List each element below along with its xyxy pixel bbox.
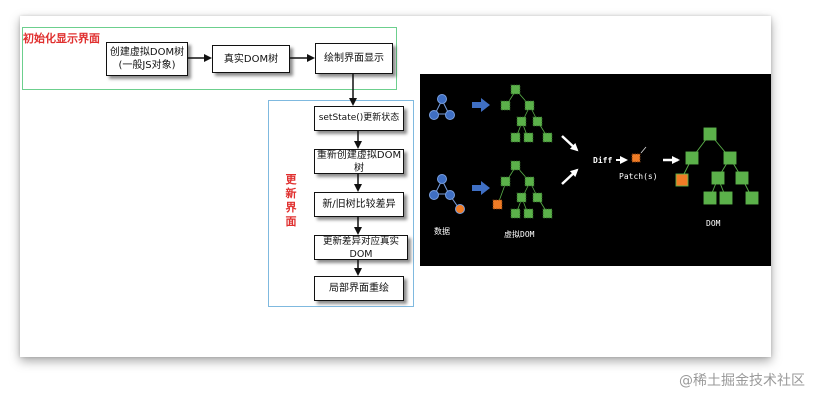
- dom-node: [735, 171, 749, 185]
- vdom-tree-top: [500, 84, 553, 143]
- patch-node: [631, 153, 641, 163]
- vdom-node-changed: [492, 199, 503, 210]
- watermark: @稀土掘金技术社区: [679, 373, 805, 389]
- data-node: [429, 110, 439, 120]
- data-node: [445, 110, 455, 120]
- patch-tick: [640, 146, 647, 154]
- dom-node: [685, 151, 699, 165]
- draw-display-label: 绘制界面显示: [324, 53, 384, 64]
- initial-display-label: 初始化显示界面: [23, 32, 100, 45]
- vdom-node: [500, 100, 511, 111]
- step-compare-box: 新/旧树比较差异: [314, 192, 404, 217]
- data-node: [437, 174, 447, 184]
- dom-node-changed: [675, 173, 689, 187]
- dom-node: [703, 127, 717, 141]
- data-graph-bottom: [429, 174, 465, 214]
- dom-node: [723, 151, 737, 165]
- step-recreate-label: 重新创建虚拟DOM树: [316, 149, 402, 174]
- create-vdom-box: 创建虚拟DOM树 (一般JS对象): [106, 42, 188, 76]
- blue-arrow-top: [472, 98, 490, 112]
- real-dom-label: 真实DOM树: [223, 53, 279, 65]
- vdom-node: [500, 176, 511, 187]
- vdom-node: [532, 116, 543, 127]
- vdom-node: [510, 84, 521, 95]
- dom-node: [745, 191, 759, 205]
- flow-arrows: [187, 54, 362, 276]
- data-node: [437, 94, 447, 104]
- diagram-card: 初始化显示界面 创建虚拟DOM树 (一般JS对象) 真实DOM树 绘制界面显示 …: [20, 16, 771, 357]
- draw-display-box: 绘制界面显示: [315, 43, 393, 74]
- step-setstate-box: setState()更新状态: [314, 106, 404, 131]
- update-label: 更 新 界 面: [284, 173, 298, 229]
- vdom-tree-bottom: [492, 160, 553, 219]
- step-compare-label: 新/旧树比较差异: [322, 199, 396, 210]
- create-vdom-line1: 创建虚拟DOM树: [109, 47, 185, 58]
- data-label: 数据: [434, 226, 450, 236]
- vdom-node: [524, 100, 535, 111]
- dom-tree: [675, 127, 759, 205]
- vdom-node: [542, 132, 553, 143]
- dom-node: [719, 191, 733, 205]
- data-node-changed: [455, 204, 465, 214]
- dom-node: [703, 191, 717, 205]
- vdom-node: [523, 132, 534, 143]
- step-repaint-box: 局部界面重绘: [314, 276, 404, 301]
- vdom-node: [510, 208, 521, 219]
- white-arrow-bottom: [561, 168, 579, 185]
- dom-label: DOM: [706, 219, 721, 228]
- vdom-node: [516, 116, 527, 127]
- vdom-figure-svg: Diff Patch(s): [429, 84, 759, 239]
- patch-label: Patch(s): [619, 172, 658, 181]
- update-label-char: 新: [285, 187, 297, 200]
- update-label-char: 面: [285, 215, 297, 228]
- data-graph-top: [429, 94, 455, 120]
- vdom-node: [523, 208, 534, 219]
- vdom-node: [516, 192, 527, 203]
- real-dom-box: 真实DOM树: [212, 45, 290, 73]
- initial-display-frame: [22, 27, 397, 90]
- vdom-node: [542, 208, 553, 219]
- step-update-real-box: 更新差异对应真实DOM: [314, 235, 408, 260]
- dom-node: [711, 171, 725, 185]
- blue-arrow-bottom: [472, 181, 490, 195]
- update-label-char: 更: [285, 173, 297, 186]
- update-label-char: 界: [285, 201, 297, 214]
- step-recreate-box: 重新创建虚拟DOM树: [314, 149, 404, 174]
- step-repaint-label: 局部界面重绘: [329, 283, 389, 294]
- vdom-node: [524, 176, 535, 187]
- vdom-node: [510, 132, 521, 143]
- data-node: [445, 190, 455, 200]
- vdom-figure: Diff Patch(s): [420, 74, 771, 266]
- vdom-node: [510, 160, 521, 171]
- create-vdom-line2: (一般JS对象): [118, 60, 176, 71]
- update-frame: [268, 100, 414, 307]
- vdom-label: 虚拟DOM: [504, 229, 535, 239]
- step-setstate-label: setState()更新状态: [318, 113, 400, 123]
- vdom-node: [532, 192, 543, 203]
- diff-label: Diff: [593, 155, 612, 165]
- step-update-real-label: 更新差异对应真实DOM: [322, 235, 399, 260]
- white-arrow-top: [561, 135, 579, 152]
- data-node: [429, 190, 439, 200]
